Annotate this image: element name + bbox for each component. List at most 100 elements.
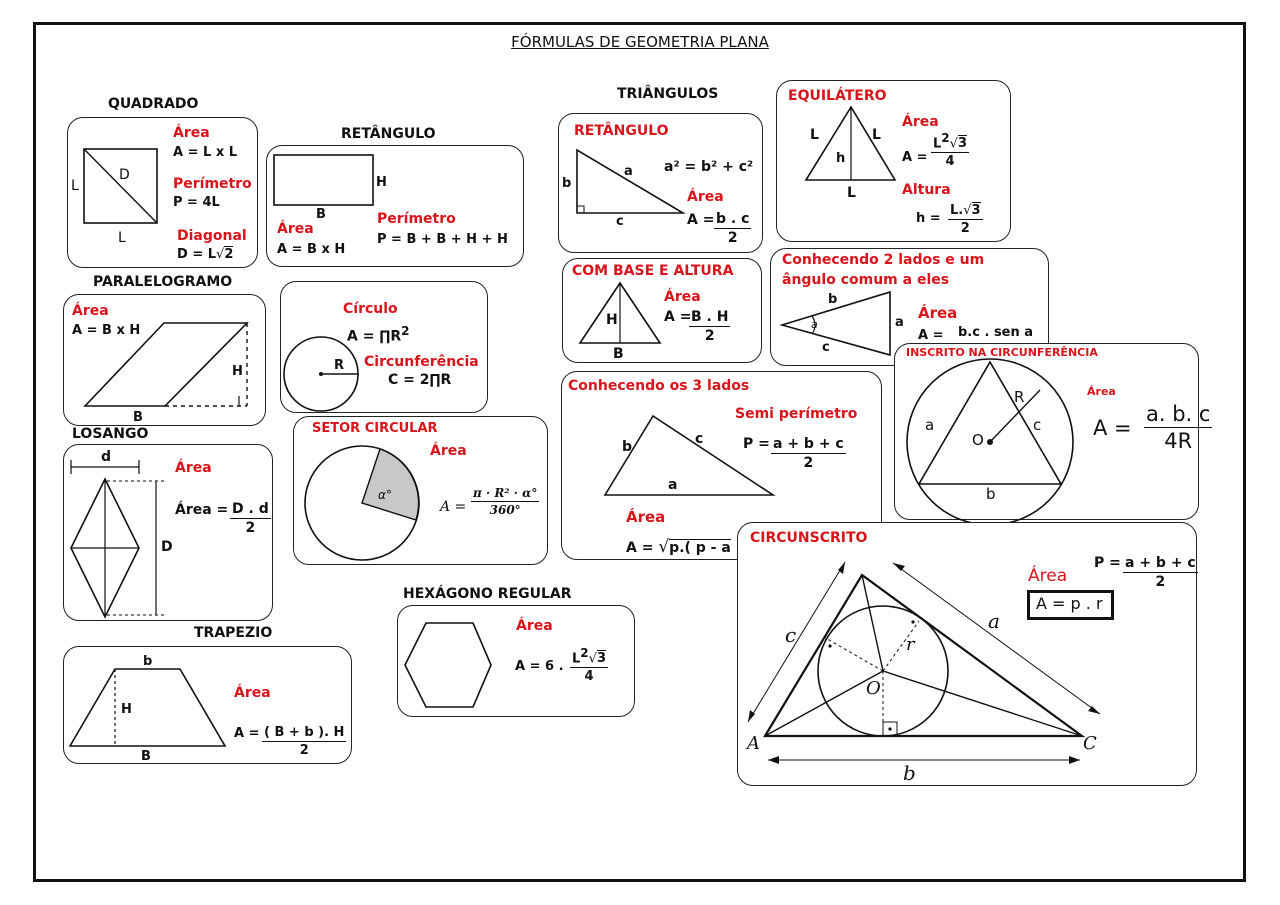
quadrado-figure bbox=[83, 148, 158, 224]
circunscrito-area-formula: A = p . r bbox=[1036, 594, 1103, 613]
dois-lados-area-pre: A = bbox=[918, 328, 944, 343]
tri-retangulo-side-b: b bbox=[562, 176, 572, 191]
quadrado-heading: QUADRADO bbox=[108, 96, 199, 112]
setor-alpha: α° bbox=[378, 488, 392, 502]
tres-lados-semi-label: Semi perímetro bbox=[735, 406, 858, 422]
equilatero-card bbox=[776, 80, 1011, 242]
paralelogramo-figure bbox=[83, 322, 249, 407]
quadrado-diagonal-d: D bbox=[119, 167, 130, 183]
circunferencia-formula: C = 2∏R bbox=[388, 372, 452, 388]
dois-lados-side-a: a bbox=[895, 315, 904, 330]
retangulo-area-label: Área bbox=[277, 221, 314, 237]
circunscrito-side-a: a bbox=[988, 609, 1000, 633]
circulo-figure bbox=[283, 336, 359, 412]
setor-area-label: Área bbox=[430, 443, 467, 459]
dois-lados-side-c: c bbox=[822, 340, 830, 355]
inscrito-area-label: Área bbox=[1087, 385, 1116, 398]
equilatero-figure bbox=[804, 105, 897, 181]
retangulo-perimetro-formula: P = B + B + H + H bbox=[377, 232, 508, 247]
tri-retangulo-side-a: a bbox=[624, 164, 633, 179]
circunscrito-vertex-a: A bbox=[747, 733, 760, 754]
tri-retangulo-area-pre: A = bbox=[687, 212, 715, 228]
retangulo-figure bbox=[273, 154, 374, 206]
equilatero-altura-pre: h = bbox=[916, 211, 941, 226]
dois-lados-side-b: b bbox=[828, 292, 838, 307]
retangulo-perimetro-label: Perímetro bbox=[377, 211, 456, 227]
base-altura-figure bbox=[578, 281, 662, 344]
trapezio-side-B: B bbox=[141, 749, 151, 764]
losango-figure bbox=[70, 460, 164, 619]
circunscrito-area-box bbox=[1027, 590, 1114, 620]
inscrito-radius-r: R bbox=[1014, 388, 1025, 406]
setor-formula-fraction: π · R² · α°360° bbox=[471, 486, 540, 517]
hexagono-area-label: Área bbox=[516, 618, 553, 634]
inscrito-center-o: O bbox=[972, 431, 984, 449]
quadrado-card bbox=[67, 117, 258, 268]
dois-lados-heading-2: ângulo comum a eles bbox=[782, 272, 950, 288]
dois-lados-area-label: Área bbox=[918, 304, 958, 322]
losango-area-formula-pre: Área = bbox=[175, 502, 229, 518]
tres-lados-figure bbox=[603, 414, 776, 496]
circunscrito-vertex-c: C bbox=[1083, 733, 1097, 754]
losango-area-label: Área bbox=[175, 460, 212, 476]
tri-retangulo-figure bbox=[576, 148, 686, 214]
losango-diag-d: d bbox=[101, 449, 112, 465]
equilatero-heading: EQUILÁTERO bbox=[788, 88, 887, 104]
dois-lados-area-num: b.c . sen a bbox=[958, 325, 1034, 340]
circunscrito-radius-r: r bbox=[906, 634, 915, 655]
dois-lados-figure bbox=[779, 290, 891, 357]
equilatero-side-l2: L bbox=[872, 127, 881, 143]
equilatero-area-pre: A = bbox=[902, 150, 928, 165]
inscrito-side-a: a bbox=[925, 416, 935, 434]
paralelogramo-heading: PARALELOGRAMO bbox=[93, 274, 233, 290]
tres-lados-heading: Conhecendo os 3 lados bbox=[568, 378, 750, 394]
tri-retangulo-card bbox=[558, 113, 763, 253]
tres-lados-semi-pre: P = bbox=[743, 436, 770, 452]
tres-lados-area-label: Área bbox=[626, 508, 666, 526]
circunscrito-side-c: c bbox=[785, 623, 797, 647]
trapezio-figure bbox=[68, 668, 227, 747]
tres-lados-area-formula: A = √p.( p - a bbox=[626, 537, 731, 557]
hexagono-figure bbox=[404, 622, 492, 708]
paralelogramo-side-h: H bbox=[232, 364, 243, 379]
quadrado-diagonal-formula: D = L√2 bbox=[177, 246, 234, 262]
circulo-label: Círculo bbox=[343, 301, 398, 317]
quadrado-diagonal-label: Diagonal bbox=[177, 228, 247, 244]
trapezio-card bbox=[63, 646, 352, 764]
hexagono-heading: HEXÁGONO REGULAR bbox=[403, 586, 572, 602]
trapezio-heading: TRAPEZIO bbox=[194, 625, 273, 641]
quadrado-perimetro-label: Perímetro bbox=[173, 176, 252, 192]
circunscrito-figure bbox=[747, 561, 1101, 764]
paralelogramo-area-formula: A = B x H bbox=[72, 323, 141, 338]
inscrito-side-c: c bbox=[1033, 416, 1042, 434]
quadrado-area-label: Área bbox=[173, 125, 210, 141]
circulo-radius-r: R bbox=[334, 358, 345, 373]
setor-figure bbox=[304, 445, 420, 561]
trapezio-area-label: Área bbox=[234, 685, 271, 701]
losango-card bbox=[63, 444, 273, 621]
equilatero-altura-label: Altura bbox=[902, 182, 951, 198]
equilatero-height-h: h bbox=[836, 151, 846, 166]
quadrado-perimetro-formula: P = 4L bbox=[173, 195, 220, 210]
dois-lados-heading-1: Conhecendo 2 lados e um bbox=[782, 252, 985, 268]
circulo-area-formula: A = ∏R2 bbox=[347, 324, 410, 345]
quadrado-area-formula: A = L x L bbox=[173, 145, 238, 160]
setor-heading: SETOR CIRCULAR bbox=[312, 421, 438, 436]
setor-formula-lhs: A = bbox=[440, 499, 467, 515]
trapezio-side-h: H bbox=[121, 702, 132, 717]
equilatero-side-l1: L bbox=[810, 127, 819, 143]
base-altura-side-b: B bbox=[613, 346, 624, 362]
page-frame bbox=[33, 22, 1246, 882]
retangulo-area-formula: A = B x H bbox=[277, 242, 346, 257]
paralelogramo-card bbox=[63, 294, 266, 426]
inscrito-heading: INSCRITO NA CIRCUNFERÊNCIA bbox=[906, 346, 1098, 359]
circunscrito-side-b: b bbox=[903, 761, 916, 785]
inscrito-area-pre: A = bbox=[1093, 416, 1132, 440]
base-altura-card bbox=[562, 258, 762, 363]
